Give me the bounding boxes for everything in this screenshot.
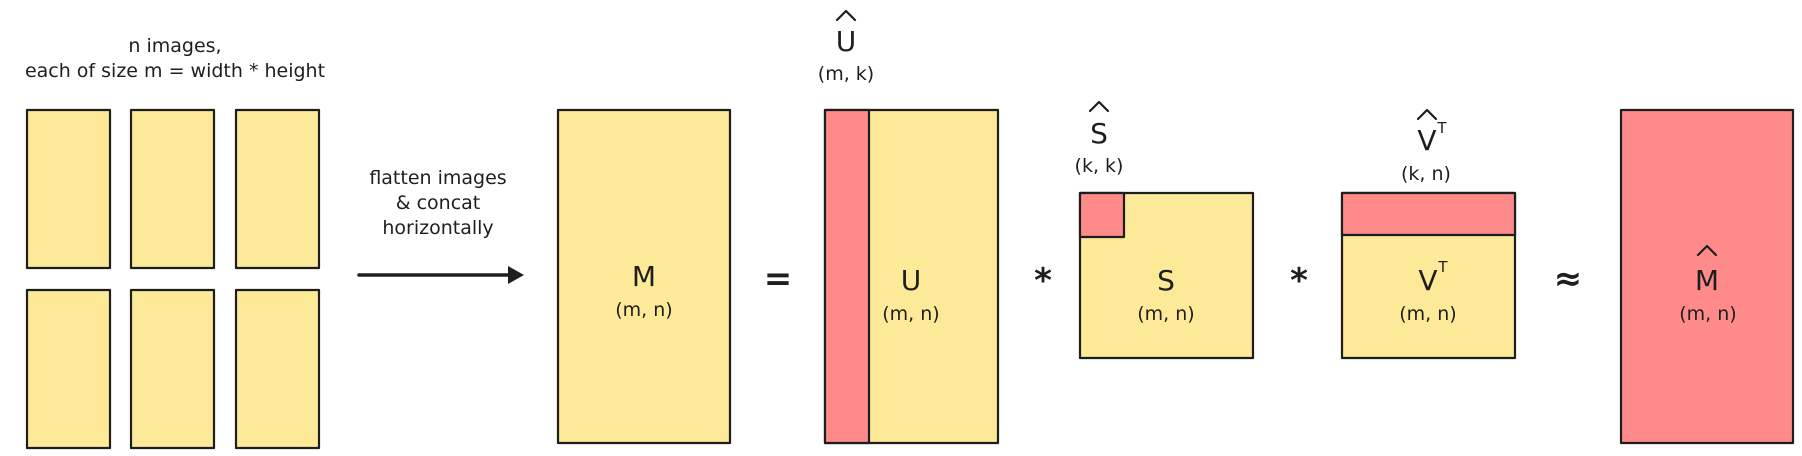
- matrix-u-k-columns: [823, 108, 871, 445]
- s-hat-label: S (k, k): [1075, 100, 1124, 177]
- matrix-m-symbol: M: [632, 260, 656, 293]
- image-grid: [25, 108, 321, 450]
- matrix-vt-superscript: T: [1437, 258, 1448, 276]
- s-hat-dims: (k, k): [1075, 155, 1124, 177]
- equals-sign: =: [764, 259, 793, 299]
- matrix-s-symbol: S: [1157, 264, 1175, 297]
- image-tile: [234, 288, 321, 450]
- s-hat-symbol: S: [1090, 117, 1108, 150]
- images-caption-line1: n images,: [128, 35, 221, 57]
- multiply-sign-1: *: [1034, 261, 1052, 301]
- v-hat-dims: (k, n): [1401, 163, 1451, 185]
- flatten-arrow: [357, 266, 524, 284]
- image-tile: [129, 108, 216, 270]
- matrix-m-dims: (m, n): [615, 299, 672, 321]
- matrix-m-hat: M (m, n): [1619, 108, 1795, 445]
- image-tile: [129, 288, 216, 450]
- u-hat-dims: (m, k): [818, 63, 874, 85]
- matrix-s-dims: (m, n): [1137, 303, 1194, 325]
- u-hat-label: U (m, k): [818, 9, 874, 85]
- matrix-m-hat-symbol: M: [1695, 264, 1719, 297]
- arrow-caption-line3: horizontally: [382, 217, 493, 239]
- matrix-vt: V T (m, n): [1340, 191, 1517, 360]
- matrix-vt-symbol: V: [1418, 264, 1437, 297]
- image-tile: [234, 108, 321, 270]
- matrix-u: U (m, n): [823, 108, 1000, 445]
- images-caption-line2: each of size m = width * height: [25, 60, 325, 82]
- image-tile: [25, 108, 112, 270]
- approx-sign: ≈: [1554, 259, 1583, 299]
- matrix-u-dims: (m, n): [882, 303, 939, 325]
- matrix-u-symbol: U: [901, 264, 922, 297]
- arrow-caption-line2: & concat: [396, 192, 481, 214]
- matrix-vt-dims: (m, n): [1399, 303, 1456, 325]
- matrix-vt-k-rows: [1340, 191, 1517, 237]
- matrix-s-k-block: [1078, 191, 1126, 239]
- multiply-sign-2: *: [1290, 261, 1308, 301]
- v-hat-label: V T (k, n): [1401, 108, 1451, 185]
- matrix-m-hat-dims: (m, n): [1679, 303, 1736, 325]
- arrow-caption-line1: flatten images: [369, 167, 506, 189]
- matrix-m: M (m, n): [556, 108, 732, 445]
- v-hat-superscript: T: [1436, 119, 1447, 137]
- image-tile: [25, 288, 112, 450]
- v-hat-symbol: V: [1417, 124, 1436, 157]
- matrix-s: S (m, n): [1078, 191, 1255, 360]
- u-hat-symbol: U: [836, 25, 857, 58]
